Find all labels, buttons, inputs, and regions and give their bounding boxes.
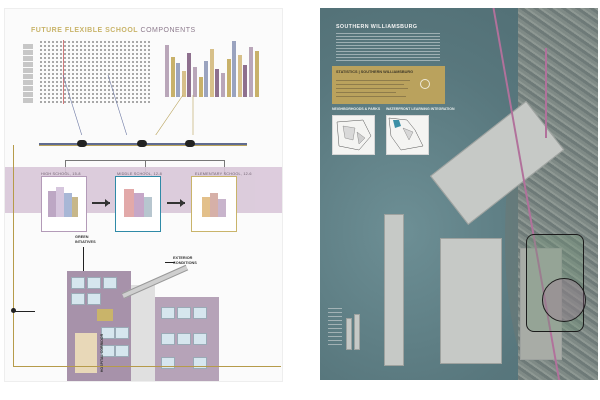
neighborhoods-mini-map: [332, 115, 375, 155]
title-accent: FUTURE FLEXIBLE SCHOOL: [31, 27, 139, 34]
bar: [181, 71, 186, 97]
mini-map-caption-1: NEIGHBORHOODS & PARKS: [332, 107, 381, 111]
elementary-school-blocks: [198, 187, 228, 221]
high-school-label: HIGH SCHOOL, 15-8: [41, 172, 81, 176]
component-bar-chart: [165, 39, 261, 97]
leader-line: [13, 311, 35, 312]
bar: [187, 53, 192, 97]
green-initiatives-label: GREEN INTIATIVES: [75, 235, 96, 244]
elementary-school-card: [191, 176, 237, 232]
bar-chart-labels: [165, 39, 261, 97]
middle-school-card: [115, 176, 161, 232]
waterfront-mini-map: [386, 115, 429, 155]
exterior-conditions-label: EXTERIOR CONDITIONS: [173, 256, 197, 265]
small-dock: [346, 318, 352, 350]
bar: [249, 47, 253, 97]
secondary-site-outline: [542, 278, 586, 322]
middle-to-elementary-arrow: [167, 199, 185, 207]
bar: [170, 57, 175, 97]
title-rest: COMPONENTS: [138, 27, 196, 34]
leader-line: [83, 247, 84, 273]
statistics-label: STATISTICS | SOUTHERN WILLIAMSBURG: [336, 70, 414, 74]
small-dock: [354, 314, 360, 350]
leader-dot: [11, 308, 16, 313]
left-poster-board: FUTURE FLEXIBLE SCHOOL COMPONENTS HIGH S…: [4, 8, 283, 382]
side-notes: [328, 308, 342, 348]
intro-text-block: [336, 33, 440, 63]
matrix-grid: [39, 40, 151, 104]
bar: [243, 65, 248, 97]
high-school-card: [41, 176, 87, 232]
statistic-ring: [420, 79, 430, 89]
high-to-middle-arrow: [92, 199, 110, 207]
statistics-panel: STATISTICS | SOUTHERN WILLIAMSBURG: [332, 66, 445, 104]
high-school-blocks: [48, 187, 78, 221]
elementary-school-label: ELEMENTARY SCHOOL, 12-6: [195, 172, 252, 176]
pier-strip: [384, 214, 404, 366]
bar: [232, 41, 237, 97]
flexibility-timeline: [39, 139, 247, 149]
matrix-highlight-line: [63, 40, 64, 104]
pier-block: [440, 238, 502, 364]
middle-school-blocks: [122, 187, 152, 221]
bar: [176, 63, 181, 97]
gold-bottom-rule: [13, 366, 281, 367]
right-board-title: SOUTHERN WILLIAMSBURG: [336, 24, 418, 30]
dot-matrix-chart: [23, 40, 153, 106]
left-board-title: FUTURE FLEXIBLE SCHOOL COMPONENTS: [31, 27, 196, 34]
bar: [226, 59, 231, 97]
bar: [165, 45, 169, 97]
bar: [193, 67, 197, 97]
timeline-node: [77, 140, 87, 147]
route-line: [545, 48, 547, 138]
bar: [254, 51, 259, 97]
leader-line: [165, 262, 175, 263]
middle-school-label: MIDDLE SCHOOL, 12-8: [117, 172, 162, 176]
bar: [215, 69, 220, 97]
timeline-node: [137, 140, 147, 147]
bar: [221, 73, 225, 97]
bar: [198, 77, 203, 97]
gold-left-rule: [13, 145, 14, 367]
mini-map-caption-2: WATERFRONT LEARNING INTEGRATION: [386, 107, 455, 111]
matrix-row-labels: [23, 44, 37, 104]
right-poster-board: SOUTHERN WILLIAMSBURG STATISTICS | SOUTH…: [320, 8, 598, 380]
bar: [237, 55, 242, 97]
bar: [204, 61, 209, 97]
timeline-node: [185, 140, 195, 147]
school-building-section: HOSPITAL CORRIDOR: [67, 264, 219, 381]
bar: [209, 49, 214, 97]
